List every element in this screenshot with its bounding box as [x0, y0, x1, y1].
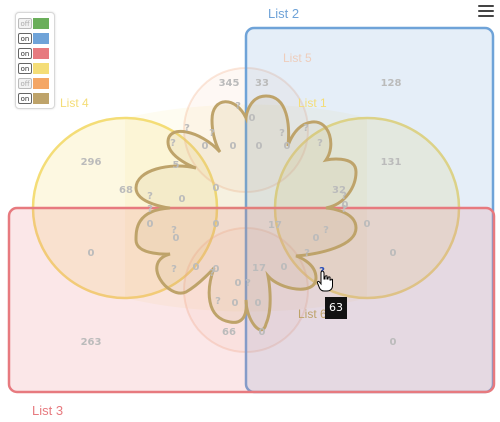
region-value[interactable]: 0	[390, 337, 397, 348]
region-value[interactable]: 296	[81, 157, 102, 168]
region-value[interactable]: 0	[313, 233, 320, 244]
region-value[interactable]: 0	[256, 141, 263, 152]
unknown-value[interactable]: ?	[147, 191, 153, 202]
region-value[interactable]: 0	[259, 327, 266, 338]
region-value[interactable]: 32	[332, 185, 346, 196]
region-value[interactable]: 345	[219, 78, 240, 89]
unknown-value[interactable]: ?	[341, 204, 347, 215]
unknown-value[interactable]: ?	[245, 278, 251, 289]
toggle-blue[interactable]: on	[18, 31, 52, 45]
label-list2: List 2	[268, 6, 299, 21]
region-value[interactable]: 131	[381, 157, 402, 168]
region-value[interactable]: 0	[284, 141, 291, 152]
unknown-value[interactable]: ?	[304, 248, 310, 259]
unknown-value[interactable]: ?	[341, 191, 347, 202]
unknown-value[interactable]: ?	[171, 225, 177, 236]
label-list4: List 4	[60, 96, 89, 110]
unknown-value[interactable]: ?	[209, 128, 215, 139]
region-value[interactable]: 0	[193, 262, 200, 273]
color-swatch	[33, 32, 49, 44]
label-list6: List 6	[298, 307, 327, 321]
label-list5: List 5	[283, 51, 312, 65]
unknown-value[interactable]: ?	[147, 204, 153, 215]
unknown-value[interactable]: ?	[303, 123, 309, 134]
toggle-switch[interactable]: on	[18, 47, 32, 59]
toggle-switch[interactable]: off	[18, 77, 32, 89]
toggle-switch[interactable]: on	[18, 92, 32, 104]
unknown-value[interactable]: ?	[209, 268, 215, 279]
region-value[interactable]: 263	[81, 337, 102, 348]
region-value[interactable]: 0	[255, 298, 262, 309]
region-value[interactable]: 0	[342, 200, 349, 211]
label-list1: List 1	[298, 96, 327, 110]
region-value[interactable]: 33	[255, 78, 269, 89]
region-value[interactable]: 0	[235, 278, 242, 289]
region-value[interactable]: 0	[213, 219, 220, 230]
region-value[interactable]: 68	[119, 185, 133, 196]
region-value[interactable]: 0	[249, 113, 256, 124]
region-value[interactable]: 0	[213, 264, 220, 275]
toggle-tan[interactable]: on	[18, 91, 52, 105]
toggle-switch[interactable]: off	[18, 17, 32, 29]
region-value[interactable]: 0	[390, 248, 397, 259]
unknown-value[interactable]: ?	[323, 225, 329, 236]
color-swatch	[33, 47, 49, 59]
toggle-green[interactable]: off	[18, 16, 52, 30]
region-value[interactable]: 0	[230, 141, 237, 152]
set-list3-shape[interactable]	[7, 206, 496, 394]
region-value[interactable]: 0	[213, 183, 220, 194]
region-value[interactable]: 5	[173, 160, 180, 171]
color-swatch	[33, 92, 49, 104]
set-list6-shape[interactable]	[134, 94, 358, 332]
unknown-value[interactable]: ?	[215, 296, 221, 307]
value-tooltip: 63	[325, 297, 347, 319]
unknown-value[interactable]: ?	[170, 138, 176, 149]
unknown-value[interactable]: ?	[171, 264, 177, 275]
hand-cursor-icon	[316, 270, 333, 292]
region-value[interactable]: 0	[179, 194, 186, 205]
set-toggle-panel: off on on on off on	[15, 12, 55, 109]
menu-button[interactable]	[478, 5, 494, 19]
toggle-switch[interactable]: on	[18, 32, 32, 44]
color-swatch	[33, 62, 49, 74]
unknown-value[interactable]: ?	[235, 101, 241, 112]
toggle-switch[interactable]: on	[18, 62, 32, 74]
toggle-orange[interactable]: off	[18, 76, 52, 90]
hamburger-icon	[478, 10, 494, 12]
region-value[interactable]: 0	[202, 141, 209, 152]
label-list3: List 3	[32, 403, 63, 418]
color-swatch	[33, 17, 49, 29]
region-value[interactable]: 0	[281, 262, 288, 273]
region-value[interactable]: 0	[232, 298, 239, 309]
color-swatch	[33, 77, 49, 89]
region-value[interactable]: 0	[147, 219, 154, 230]
unknown-value[interactable]: ?	[279, 128, 285, 139]
hamburger-icon	[478, 5, 494, 7]
toggle-red[interactable]: on	[18, 46, 52, 60]
unknown-value[interactable]: ?	[317, 138, 323, 149]
toggle-yellow[interactable]: on	[18, 61, 52, 75]
region-value[interactable]: 66	[222, 327, 236, 338]
region-value[interactable]: 128	[381, 78, 402, 89]
region-value[interactable]: 17	[252, 263, 266, 274]
region-value[interactable]: 17	[268, 220, 282, 231]
region-value[interactable]: 0	[173, 233, 180, 244]
hamburger-icon	[478, 15, 494, 17]
unknown-value[interactable]: ?	[184, 123, 190, 134]
region-value[interactable]: 0	[364, 219, 371, 230]
region-value[interactable]: 0	[88, 248, 95, 259]
